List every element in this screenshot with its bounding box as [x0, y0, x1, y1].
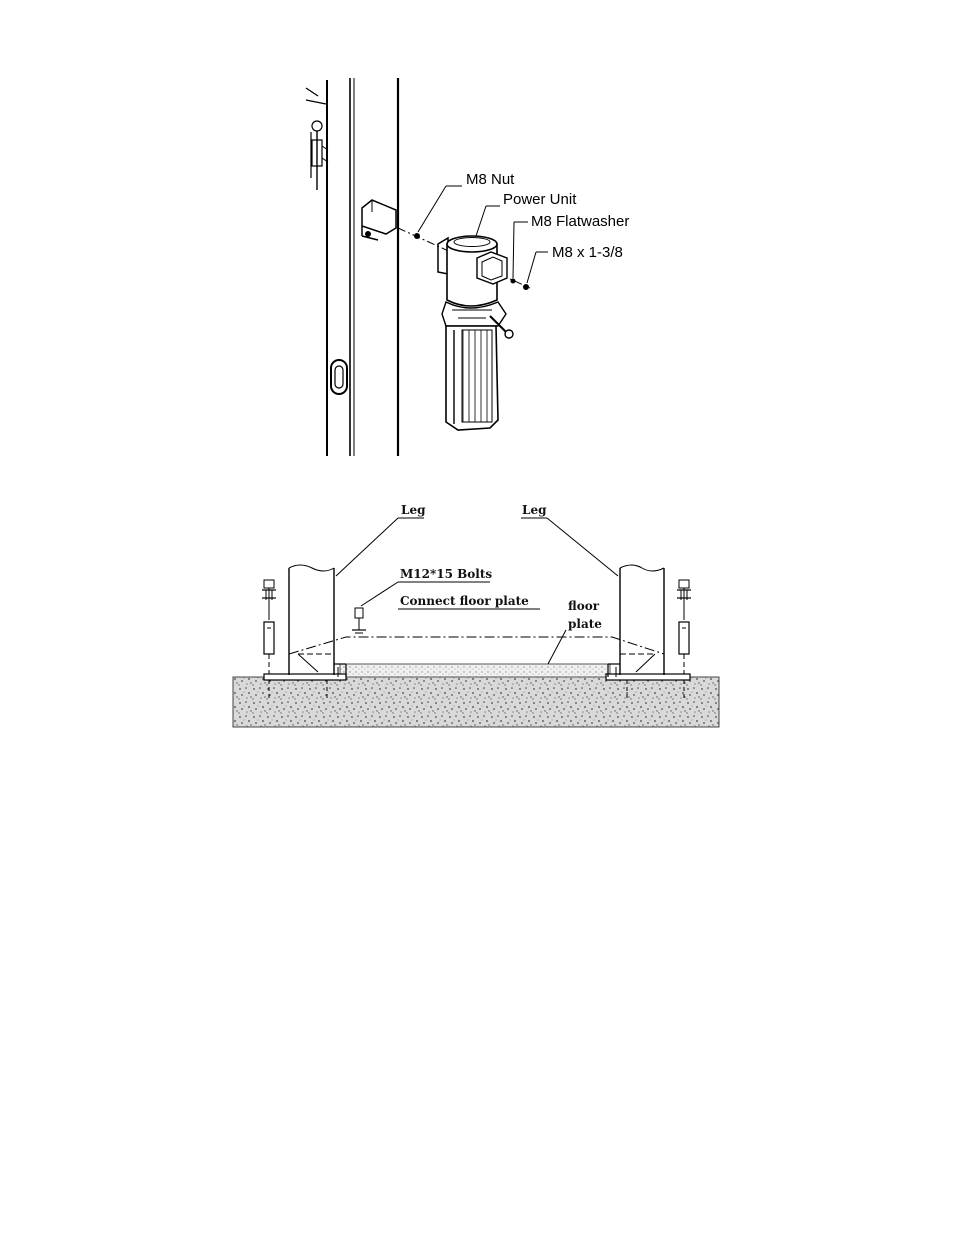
right-base-plate — [606, 674, 690, 680]
label-floor: floor — [568, 599, 600, 613]
figure2-leader-lines — [336, 518, 618, 664]
connection-line — [289, 637, 664, 654]
floor-plate — [340, 664, 610, 677]
power-unit — [438, 236, 513, 430]
bolt-part — [523, 284, 529, 290]
label-m8-nut: M8 Nut — [466, 171, 515, 188]
right-leg — [608, 565, 664, 677]
label-m12-bolts: M12*15 Bolts — [400, 567, 492, 581]
safety-lock-detail — [306, 88, 328, 190]
label-leg-left: Leg — [401, 503, 426, 517]
right-anchor-bolt — [677, 580, 691, 674]
column — [327, 78, 398, 456]
power-unit-mounting-figure: M8 Nut Power Unit M8 Flatwasher M8 x 1-3… — [0, 0, 954, 470]
mounting-bracket — [362, 200, 396, 240]
m12-bolt — [352, 608, 366, 633]
left-leg — [289, 565, 346, 677]
label-m8-flatwasher: M8 Flatwasher — [531, 213, 629, 230]
label-connect-floor-plate: Connect floor plate — [400, 594, 529, 608]
left-base-plate — [264, 674, 346, 680]
label-plate: plate — [568, 617, 602, 631]
flatwasher-part — [511, 279, 516, 284]
concrete-slab — [233, 677, 719, 727]
label-power-unit: Power Unit — [503, 191, 577, 208]
label-m8-bolt: M8 x 1-3/8 — [552, 244, 623, 261]
label-leg-right: Leg — [522, 503, 547, 517]
left-anchor-bolt — [262, 580, 276, 674]
nut-part — [414, 233, 420, 239]
